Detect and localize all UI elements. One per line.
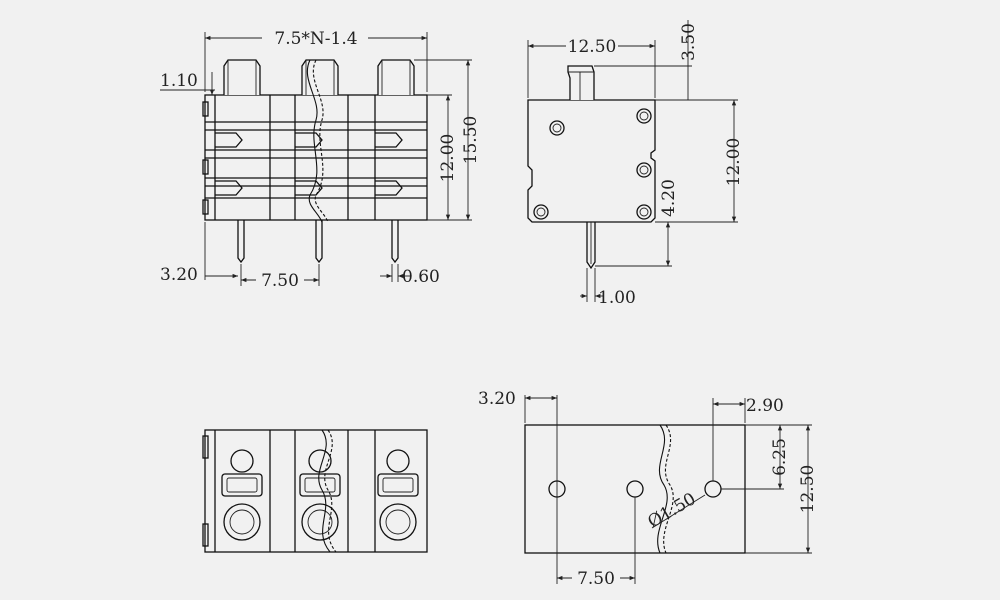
side-tab: [202, 101, 209, 117]
lever: [223, 59, 261, 95]
top-view: [202, 429, 428, 553]
dim-side-height: 12.00: [724, 138, 744, 187]
dim-front-width: 7.5*N-1.4: [274, 29, 357, 49]
lever: [377, 59, 415, 95]
dim-front-pin-width: 0.60: [402, 267, 440, 287]
front-view: 7.5*N-1.4 1.10 12.00 15.50 3.20 7.50 0.6…: [160, 28, 481, 291]
dim-pcb-half: 6.25: [770, 438, 790, 476]
side-lever: [567, 65, 595, 100]
dim-side-pin-length: 4.20: [659, 179, 679, 217]
dim-pcb-height: 12.50: [798, 465, 818, 514]
dim-side-lever: 3.50: [679, 23, 699, 61]
dim-pcb-offset-x: 3.20: [478, 389, 516, 409]
dim-front-top-offset: 1.10: [160, 71, 198, 91]
side-tab: [202, 159, 209, 175]
dim-pcb-pitch: 7.50: [577, 569, 615, 589]
side-tab: [202, 199, 209, 215]
side-pin: [586, 222, 596, 270]
dim-pcb-offset-right: 2.90: [746, 396, 784, 416]
pin: [237, 220, 245, 264]
dim-side-pin-width: 1.00: [598, 288, 636, 308]
pcb-layout: 3.20 2.90 6.25 12.50 Ø1.50 7.50: [478, 389, 818, 589]
dim-front-inner-height: 12.00: [438, 134, 458, 183]
side-body: [527, 99, 656, 223]
dim-front-pin-offset: 3.20: [160, 265, 198, 285]
dim-side-width: 12.50: [568, 37, 617, 57]
pin: [391, 220, 399, 264]
side-view: 12.50 3.50 12.00 4.20 1.00: [527, 20, 744, 308]
pin: [315, 220, 323, 264]
dim-front-pitch: 7.50: [261, 271, 299, 291]
lever: [301, 59, 339, 95]
dim-front-total-height: 15.50: [461, 116, 481, 165]
